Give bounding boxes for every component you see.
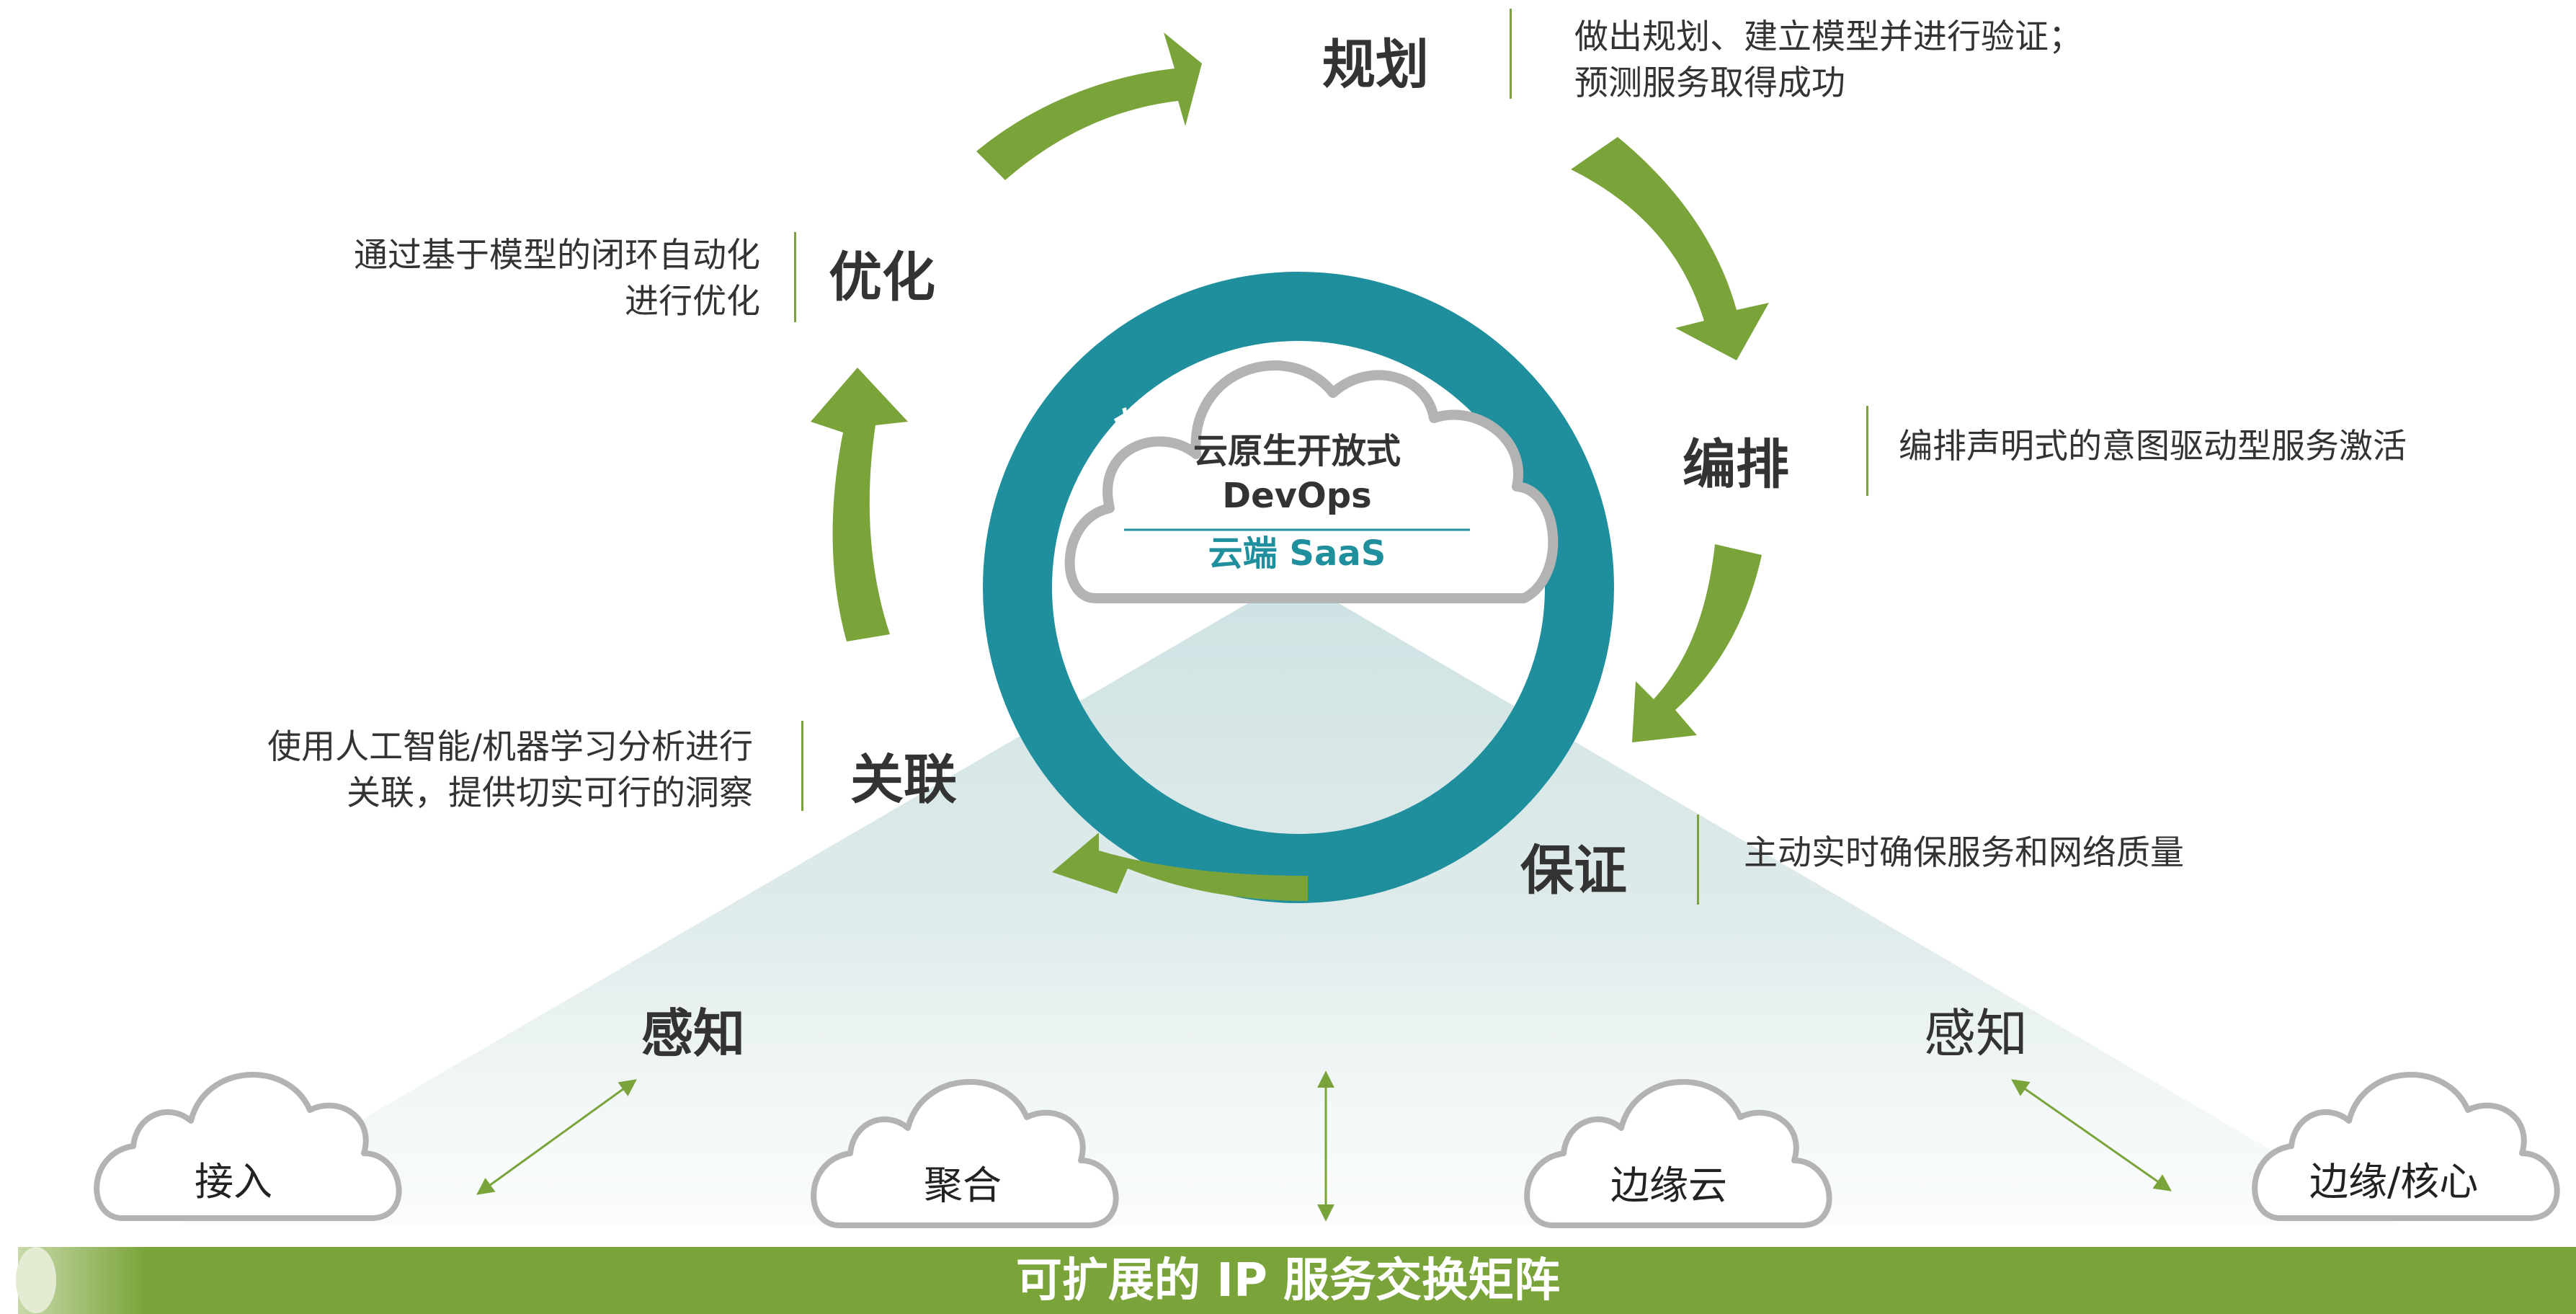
stage-title-orchestrate: 编排	[1683, 434, 1789, 496]
stage-title-plan: 规划	[1322, 34, 1429, 96]
stage-desc-optimize-line1: 通过基于模型的闭环自动化	[354, 236, 760, 275]
stage-title-optimize: 优化	[829, 247, 935, 308]
cloud-label-edge-core: 边缘/核心	[2309, 1159, 2479, 1204]
divider-optimize	[794, 232, 796, 322]
center-cloud-text: 云原生开放式 DevOps 云端 SaaS	[1124, 429, 1470, 576]
divider-correlate	[801, 721, 803, 811]
cloud-access	[94, 1072, 402, 1221]
stage-desc-optimize-line2: 进行优化	[625, 282, 760, 321]
sense-arrow-right	[2011, 1079, 2172, 1191]
cloud-label-aggregation: 聚合	[924, 1163, 1002, 1208]
footer-bar-label: 可扩展的 IP 服务交换矩阵	[1015, 1254, 1561, 1308]
stage-desc-plan-line1: 做出规划、建立模型并进行验证；	[1574, 17, 2082, 57]
arrow-to-orchestrate	[1571, 137, 1769, 360]
arrow-to-assure	[1632, 544, 1762, 742]
sense-arrows	[476, 1070, 2172, 1222]
stage-title-correlate: 关联	[850, 749, 957, 811]
stage-desc-orchestrate-line1: 编排声明式的意图驱动型服务激活	[1899, 427, 2407, 466]
stage-desc-orchestrate: 编排声明式的意图驱动型服务激活	[1899, 424, 2407, 470]
sense-label-right: 感知	[1924, 1003, 2028, 1064]
center-line2: DevOps	[1222, 476, 1372, 516]
arrow-to-correlate	[1052, 833, 1308, 901]
stage-desc-plan-line2: 预测服务取得成功	[1574, 63, 1845, 103]
cycle-arrows	[811, 32, 1769, 901]
divider-orchestrate	[1866, 406, 1868, 496]
stage-desc-assure-line1: 主动实时确保服务和网络质量	[1744, 833, 2184, 873]
arrow-to-plan	[976, 32, 1202, 180]
sense-arrow-left	[476, 1079, 637, 1195]
stage-desc-correlate-line2: 关联，提供切实可行的洞察	[347, 773, 753, 813]
divider-plan	[1510, 9, 1512, 99]
cloud-edge-cloud	[1524, 1079, 1832, 1228]
stage-desc-correlate-line1: 使用人工智能/机器学习分析进行	[267, 727, 753, 767]
arrow-to-optimize	[811, 368, 908, 642]
teal-ring	[983, 272, 1614, 903]
stage-desc-plan: 做出规划、建立模型并进行验证； 预测服务取得成功	[1574, 14, 2082, 107]
center-cloud	[1064, 360, 1559, 603]
cloud-label-access: 接入	[195, 1159, 272, 1204]
stage-desc-optimize: 通过基于模型的闭环自动化 进行优化	[259, 233, 760, 325]
stage-desc-assure: 主动实时确保服务和网络质量	[1744, 830, 2184, 876]
center-line1: 云原生开放式	[1193, 431, 1401, 471]
footer-bar	[18, 1247, 2576, 1314]
cloud-aggregation	[811, 1079, 1119, 1228]
stage-desc-correlate: 使用人工智能/机器学习分析进行 关联，提供切实可行的洞察	[187, 724, 753, 817]
stage-title-assure: 保证	[1520, 840, 1627, 902]
sense-label-left: 感知	[641, 1003, 746, 1064]
center-line3: 云端 SaaS	[1208, 533, 1386, 574]
cloud-label-edge-cloud: 边缘云	[1610, 1163, 1727, 1208]
cloud-edge-core	[2252, 1072, 2560, 1221]
divider-assure	[1697, 814, 1699, 905]
